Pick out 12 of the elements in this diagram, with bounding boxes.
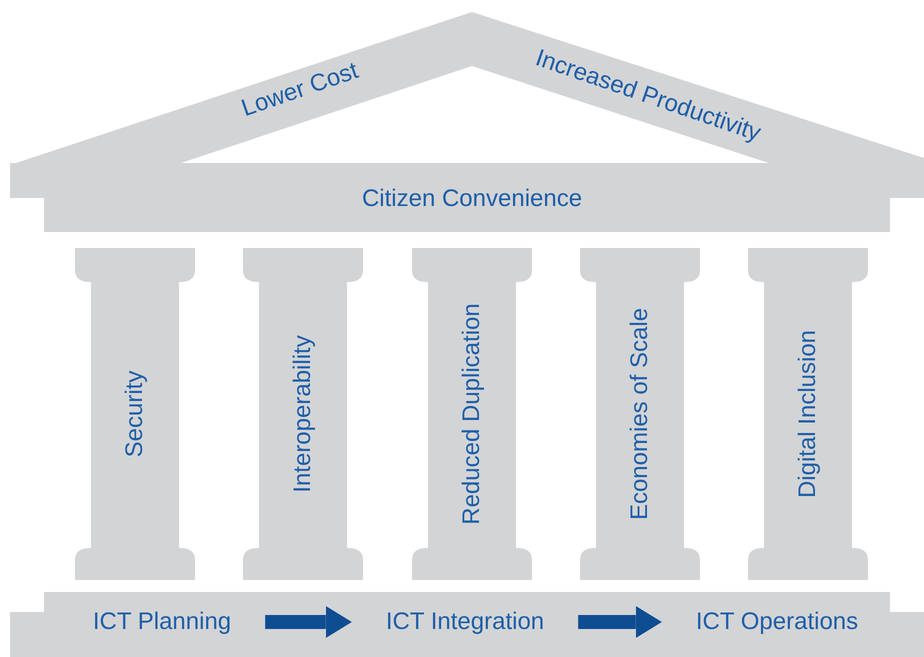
pillar-label: Interoperability xyxy=(291,335,315,493)
beam-label: Citizen Convenience xyxy=(362,187,582,211)
stage-label: ICT Planning xyxy=(92,610,232,634)
pillar-label: Reduced Duplication xyxy=(460,303,484,525)
stage-label: ICT Integration xyxy=(384,610,546,634)
arrow xyxy=(265,606,352,638)
roof-label: Lower Cost xyxy=(238,58,362,122)
pillar-label: Security xyxy=(123,370,147,458)
pillar-label: Economies of Scale xyxy=(628,308,652,520)
stage-label: ICT Operations xyxy=(694,610,860,634)
arrow xyxy=(578,606,662,638)
pillar-label: Digital Inclusion xyxy=(796,330,820,498)
